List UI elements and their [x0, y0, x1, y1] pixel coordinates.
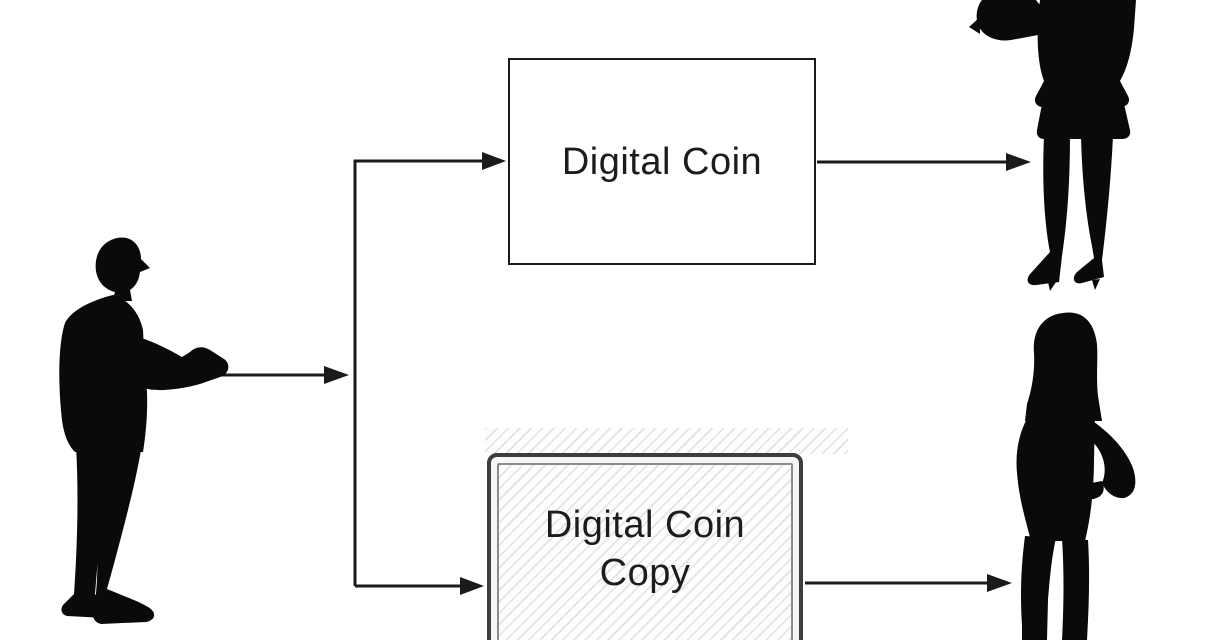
arrow-junction-to-digital-coin: [482, 152, 506, 170]
arrow-junction-to-copy: [460, 577, 484, 595]
arrow-sender-to-junction: [218, 366, 349, 384]
digital-coin-copy-box: Digital Coin Copy: [487, 453, 803, 640]
arrow-copy-to-recipient: [805, 574, 1012, 592]
woman-silhouette-top: [969, 0, 1136, 291]
split-connector-line: [353, 159, 484, 588]
copy-box-hatch-backdrop: [485, 428, 848, 454]
digital-coin-box: Digital Coin: [508, 58, 816, 265]
digital-coin-copy-inner-frame: Digital Coin Copy: [497, 463, 793, 640]
digital-coin-label: Digital Coin: [561, 140, 763, 183]
arrow-digital-coin-to-recipient: [817, 153, 1031, 171]
man-silhouette: [59, 237, 229, 624]
digital-coin-copy-label: Digital Coin Copy: [544, 504, 746, 594]
woman-silhouette-bottom: [1016, 312, 1136, 640]
